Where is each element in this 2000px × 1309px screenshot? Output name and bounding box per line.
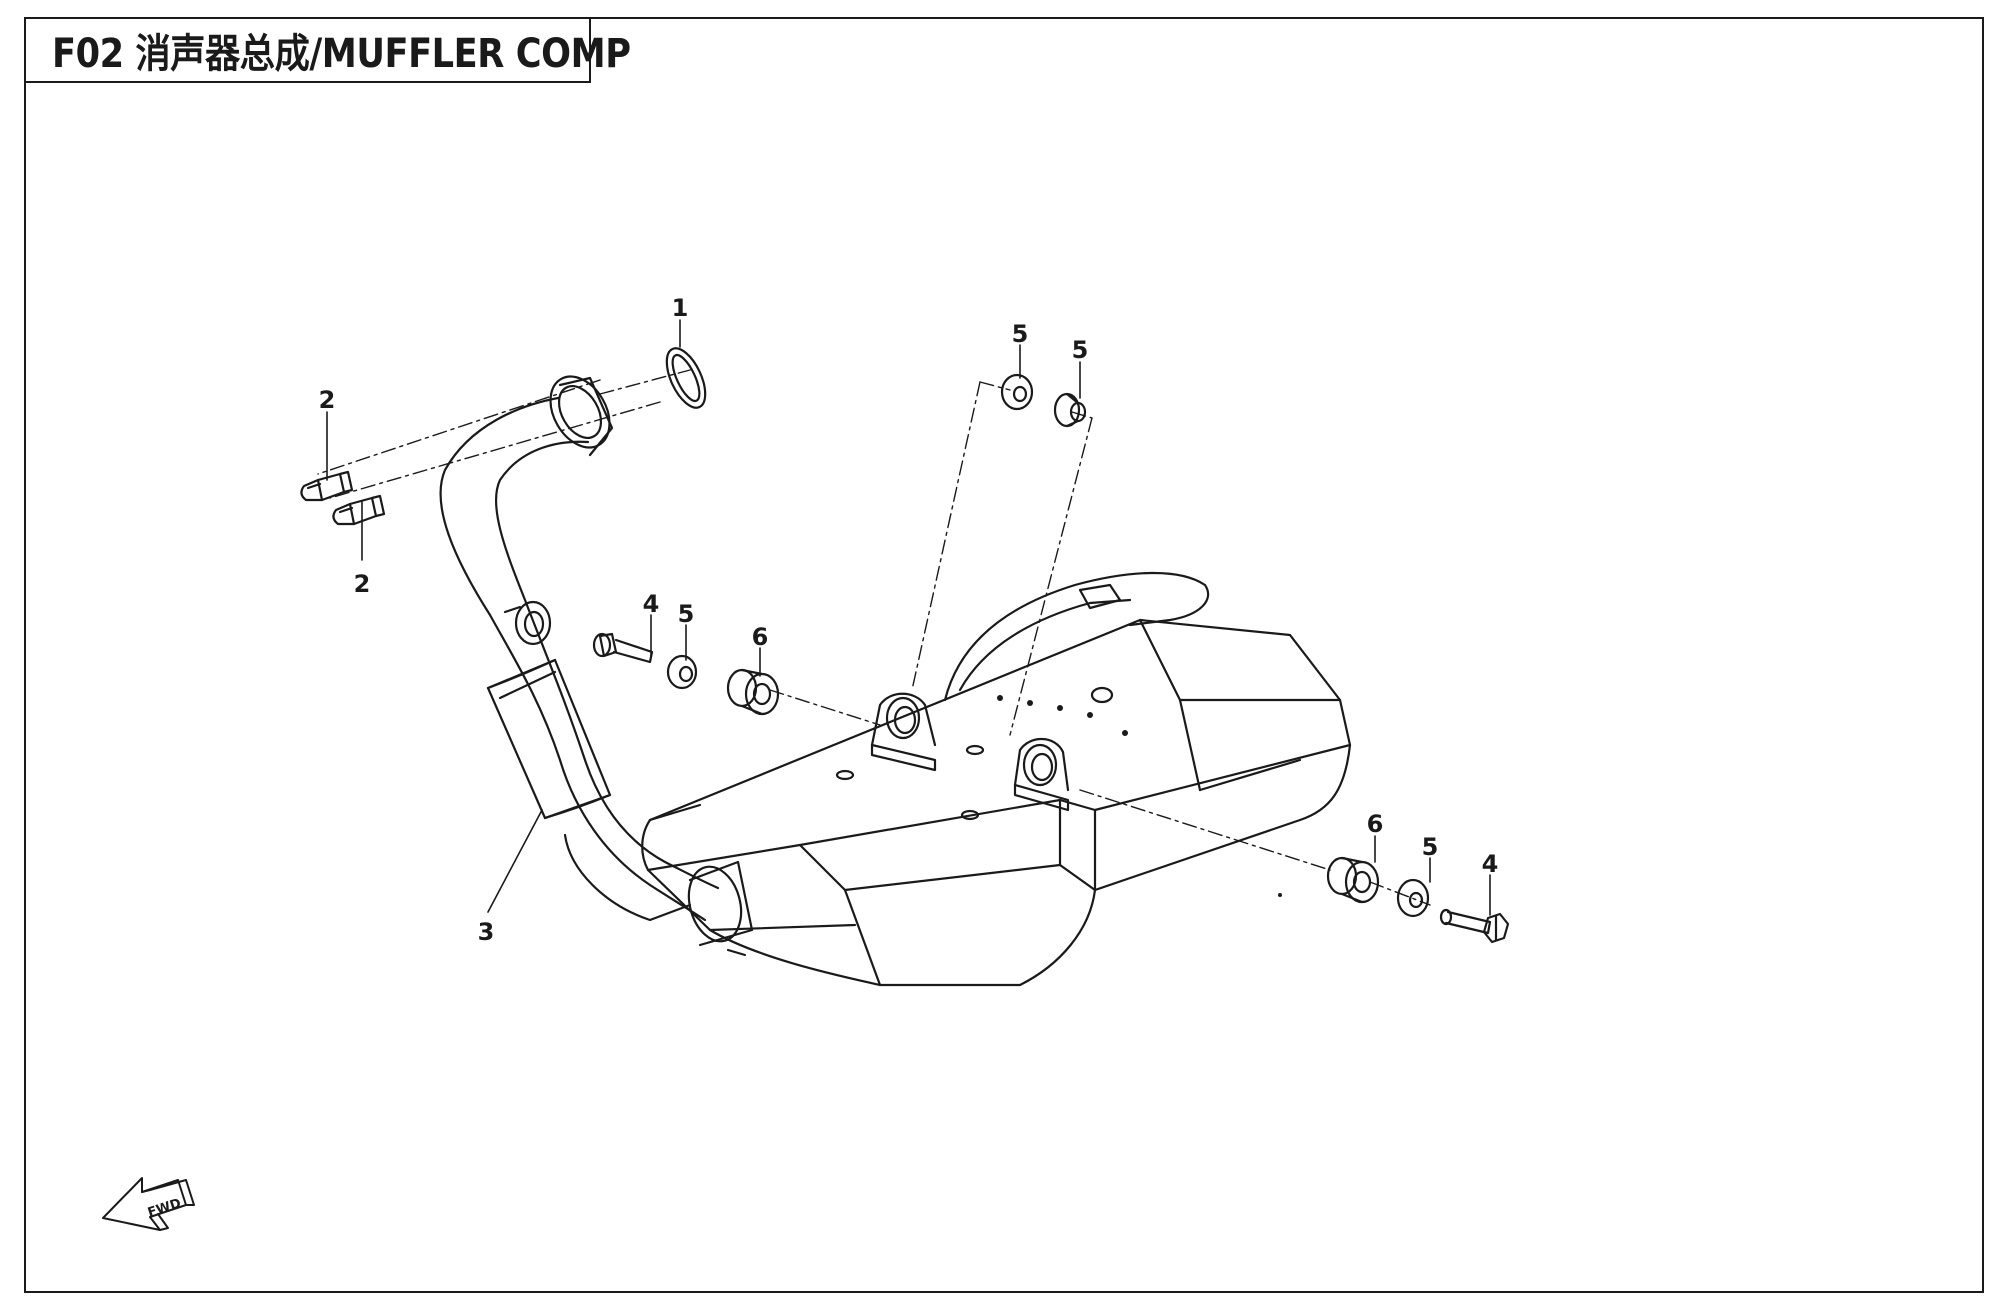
fwd-label: FWD (146, 1196, 183, 1221)
gasket (665, 347, 707, 409)
washer-rear (1396, 878, 1430, 918)
bushing-front (726, 668, 780, 716)
callout-5-top-right: 5 (1072, 336, 1089, 364)
callout-4-front: 4 (643, 590, 660, 618)
callout-5-top-left: 5 (1012, 320, 1029, 348)
callout-4-rear: 4 (1482, 850, 1499, 878)
callout-5-rear: 5 (1422, 833, 1439, 861)
muffler-dots (997, 695, 1282, 897)
exhaust-header-pipe (439, 375, 754, 957)
callout-2-lower: 2 (354, 570, 371, 598)
washer-top-right (1053, 392, 1087, 428)
callout-6-rear: 6 (1367, 810, 1384, 838)
bolt-front (592, 632, 654, 664)
callout-1: 1 (672, 294, 689, 322)
bolt-rear (1439, 908, 1510, 944)
fwd-arrow-icon (102, 1177, 195, 1231)
stud-nut-upper (300, 470, 354, 502)
drawing-frame (24, 17, 1984, 1293)
callout-5-front: 5 (678, 600, 695, 628)
page-title: F02 消声器总成/MUFFLER COMP (52, 31, 631, 77)
assembly-lines (317, 369, 1431, 906)
leader-lines (326, 319, 1491, 916)
bushing-rear (1326, 856, 1380, 904)
muffler-body (641, 571, 1352, 987)
callout-3: 3 (478, 918, 495, 946)
callouts: 1 2 2 3 4 5 6 5 5 6 5 4 FWD (146, 294, 1498, 1221)
washer-top-left (1000, 373, 1034, 411)
stud-nut-lower (332, 494, 386, 526)
callout-6-front: 6 (752, 623, 769, 651)
washer-front (666, 654, 698, 690)
callout-2-upper: 2 (319, 386, 336, 414)
title-box: F02 消声器总成/MUFFLER COMP (24, 17, 631, 83)
